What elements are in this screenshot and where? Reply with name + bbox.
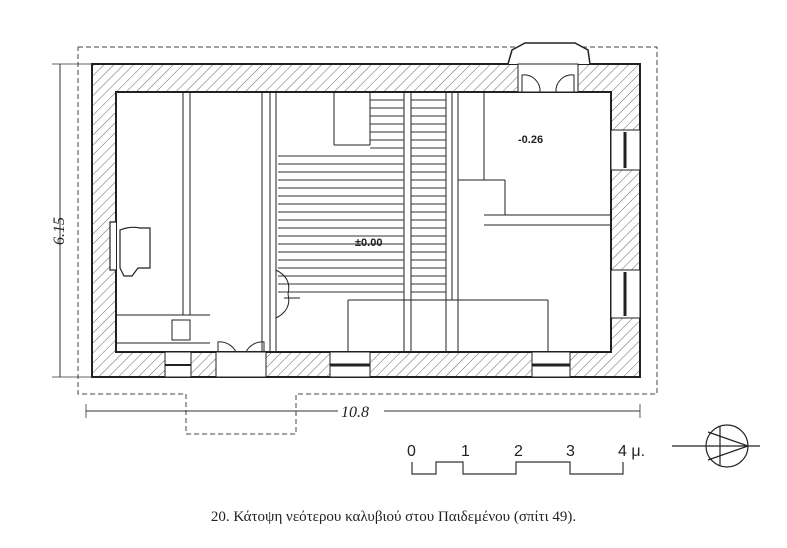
interior-door <box>275 269 290 319</box>
top-door-opening <box>517 63 579 93</box>
top-door-leaf-left <box>521 74 541 93</box>
interior-partitions <box>116 92 611 352</box>
scale-bar <box>411 461 624 475</box>
dimension-width: 10.8 <box>341 404 369 421</box>
entrance-canopy <box>507 42 591 65</box>
north-arrow-icon <box>672 424 760 468</box>
bottom-door-leaf-right <box>245 341 265 353</box>
figure-caption: 20. Κάτοψη νεότερου καλυβιού στου Παιδεμ… <box>210 509 577 525</box>
stair-treads <box>278 99 446 293</box>
top-door-leaf-right <box>555 74 575 93</box>
dimension-depth: 6.15 <box>51 217 68 245</box>
site-boundary <box>77 46 658 435</box>
scale-label-2: 2 <box>514 443 523 460</box>
bottom-door-opening <box>215 351 267 378</box>
level-room-label: -0.26 <box>518 134 543 146</box>
fireplace-niche <box>109 221 151 277</box>
scale-label-3: 3 <box>566 443 575 460</box>
scale-label-0: 0 <box>407 443 416 460</box>
level-floor-label: ±0.00 <box>355 237 382 249</box>
scale-label-4: 4 μ. <box>618 443 645 460</box>
scale-label-1: 1 <box>461 443 470 460</box>
small-box <box>171 319 191 341</box>
bottom-door-leaf-left <box>217 341 237 353</box>
